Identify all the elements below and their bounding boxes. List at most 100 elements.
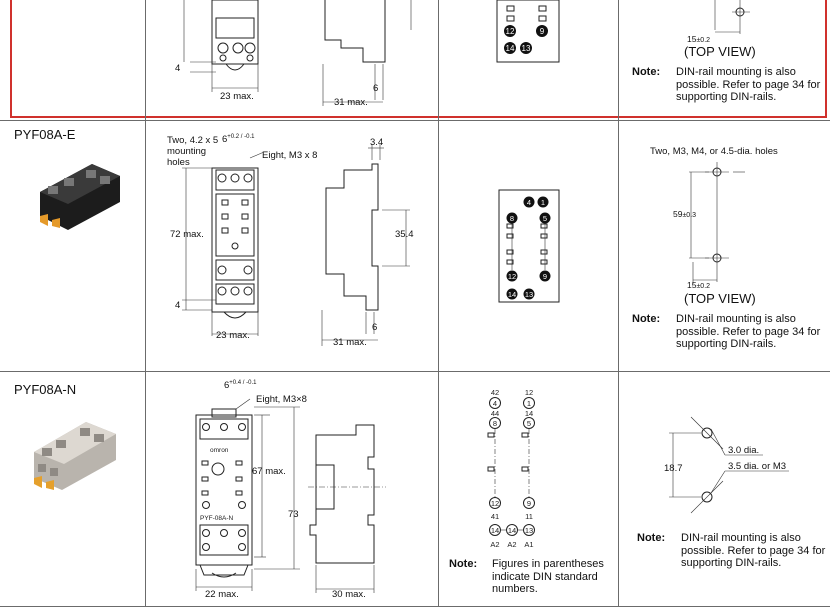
terminal-12: 12 — [508, 272, 516, 281]
terminal-layout-n: 42 12 4 1 44 14 8 5 12 9 41 11 14 14 13 … — [487, 388, 535, 549]
row-divider — [0, 606, 830, 607]
dim-width-e: 23 max. — [216, 330, 250, 341]
highlighted-row-frame — [10, 0, 827, 118]
column-divider — [145, 0, 146, 606]
dim-depth-e: 31 max. — [333, 337, 367, 348]
mounting-holes-drawing-top — [714, 0, 750, 34]
part-label: PYF-08A-N — [200, 515, 234, 522]
mounting-holes-drawing-n — [669, 416, 789, 514]
dim-height-n: 67 max. — [252, 466, 286, 477]
terminal-4: 4 — [527, 198, 531, 207]
coil-din-a2b: A2 — [507, 540, 516, 549]
coil-terminal-14b: 14 — [508, 526, 516, 535]
note-label: Note: — [632, 313, 661, 325]
model-name: PYF08A-E — [14, 127, 76, 142]
terminal-9: 9 — [527, 499, 531, 508]
column-divider — [618, 0, 619, 606]
din-12: 12 — [525, 388, 533, 397]
holes-label-line3: holes — [167, 157, 190, 168]
coil-din-a2a: A2 — [490, 540, 499, 549]
terminal-9: 9 — [543, 272, 547, 281]
svg-text:14: 14 — [506, 44, 515, 53]
din-41: 41 — [491, 512, 499, 521]
mount-dia-small-n: 3.0 dia. — [728, 445, 760, 456]
note-text: DIN-rail mounting is also possible. Refe… — [681, 532, 826, 569]
mount-spacing-top: 15±0.2 — [687, 34, 710, 46]
dim-overall-n: 73 — [288, 509, 299, 520]
product-photo-pyf08a-n — [34, 422, 116, 490]
terminal-8: 8 — [493, 419, 497, 428]
mount-pitch-tol: ±0.3 — [682, 212, 697, 219]
model-name: PYF08A-N — [14, 382, 77, 397]
dim-six-value: 6 — [224, 380, 230, 392]
dim-four-e: 4 — [175, 300, 181, 311]
terminal-13: 13 — [525, 290, 533, 299]
dim-height-e: 72 max. — [170, 229, 204, 240]
note-text: DIN-rail mounting is also possible. Refe… — [676, 66, 821, 103]
din-11: 11 — [525, 512, 533, 521]
holes-label-line2: mounting — [167, 146, 207, 157]
screws-label-n: Eight, M3×8 — [256, 394, 307, 405]
dim-six-n: 6+0.4 / -0.1 — [224, 378, 256, 391]
dim-width-top: 23 max. — [220, 91, 254, 102]
svg-text:9: 9 — [540, 27, 545, 36]
mount-spacing-value: 15 — [687, 34, 697, 44]
socket-side-drawing-top — [322, 0, 412, 106]
terminal-14: 14 — [508, 290, 516, 299]
dim-width-n: 22 max. — [205, 589, 239, 600]
dim-depth-top-e: 3.4 — [370, 137, 384, 148]
terminals-note-text: Figures in parentheses indicate DIN stan… — [492, 558, 604, 595]
brand-label: omron — [210, 447, 229, 454]
screws-label-e: Eight, M3 x 8 — [262, 150, 318, 161]
note-label: Note: — [632, 66, 661, 78]
dim-side-height-e: 35.4 — [395, 229, 414, 240]
dim-six-top: 6 — [373, 83, 379, 94]
socket-front-drawing-n: omron PYF-08A-N — [195, 398, 300, 591]
terminal-1: 1 — [541, 198, 545, 207]
svg-text:13: 13 — [522, 44, 531, 53]
row-divider — [0, 120, 830, 121]
mount-dia-large-n: 3.5 dia. or M3 — [728, 461, 787, 472]
dim-depth-top: 31 max. — [334, 97, 368, 108]
dim-six-tol: +0.4 / -0.1 — [229, 380, 257, 386]
mount-spacing-tol: ±0.2 — [696, 283, 711, 290]
din-44: 44 — [491, 409, 499, 418]
mount-pitch-e: 59±0.3 — [673, 209, 696, 221]
top-view-label: (TOP VIEW) — [684, 44, 756, 59]
row-divider — [0, 371, 830, 372]
din-42: 42 — [491, 388, 499, 397]
holes-label-line1: Two, 4.2 x 5 — [167, 135, 219, 146]
coil-terminal-14a: 14 — [491, 526, 499, 535]
svg-text:12: 12 — [506, 27, 515, 36]
terminal-5: 5 — [527, 419, 531, 428]
note-text: DIN-rail mounting is also possible. Refe… — [676, 313, 821, 350]
mount-spacing-tol: ±0.2 — [696, 37, 711, 44]
dim-depth-six-e: 6 — [372, 322, 378, 333]
socket-side-drawing-e — [321, 144, 410, 346]
dim-four-top: 4 — [175, 63, 181, 74]
dim-six-tol: +0.2 / -0.1 — [227, 134, 255, 140]
terminal-4: 4 — [493, 399, 497, 408]
din-14: 14 — [525, 409, 533, 418]
mounting-holes-drawing-e — [689, 162, 745, 284]
dim-depth-n: 30 max. — [332, 589, 366, 600]
dim-six-value: 6 — [222, 134, 228, 146]
terminal-1: 1 — [527, 399, 531, 408]
note-label: Note: — [637, 532, 666, 544]
mount-pitch-value: 59 — [673, 209, 683, 219]
coil-din-a1: A1 — [524, 540, 533, 549]
terminal-layout-top: 12 9 14 13 — [496, 0, 560, 63]
top-view-label: (TOP VIEW) — [684, 291, 756, 306]
column-divider — [438, 0, 439, 606]
socket-front-drawing-top — [183, 0, 259, 92]
coil-terminal-13: 13 — [525, 526, 533, 535]
mount-spacing-e: 15±0.2 — [687, 280, 710, 292]
dim-six-e: 6+0.2 / -0.1 — [222, 132, 254, 145]
terminal-8: 8 — [510, 214, 514, 223]
terminal-layout-e: 4 1 8 5 12 9 14 13 — [498, 189, 560, 303]
mount-pitch-n: 18.7 — [664, 463, 683, 474]
mount-holes-label-e: Two, M3, M4, or 4.5-dia. holes — [650, 146, 778, 157]
terminal-12: 12 — [491, 499, 499, 508]
socket-side-drawing-n — [308, 424, 386, 593]
